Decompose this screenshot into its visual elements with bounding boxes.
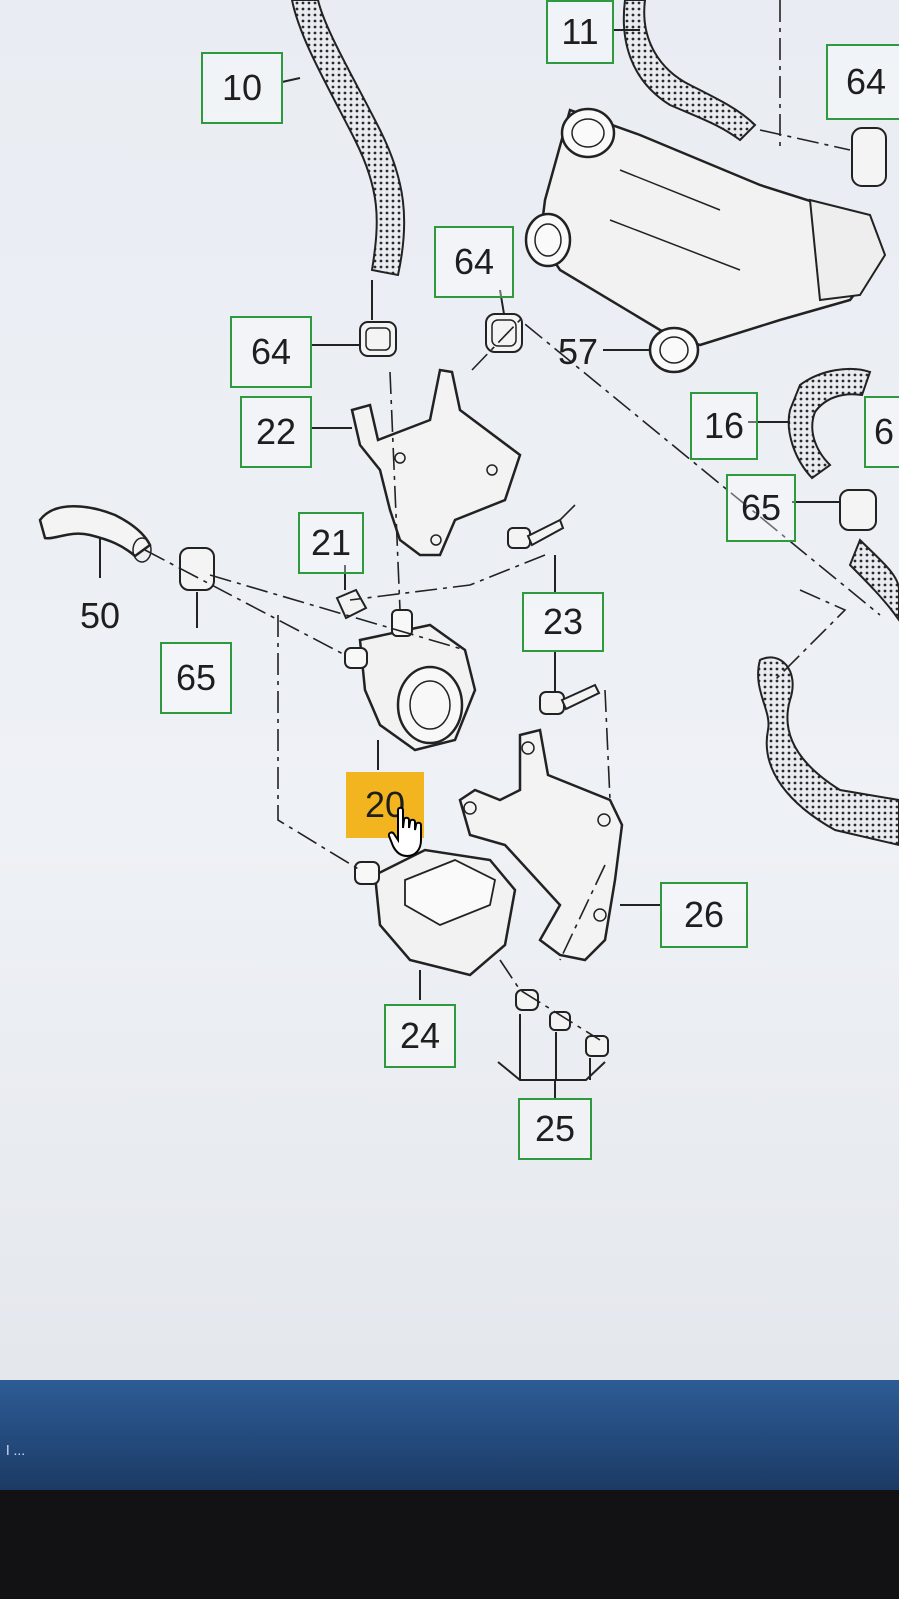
monitor-bezel [0, 1490, 899, 1599]
callout-24[interactable]: 24 [384, 1004, 456, 1068]
bracket-26[interactable] [458, 728, 660, 962]
hand-pointer-icon [388, 806, 422, 858]
coolant-flange-57[interactable] [524, 107, 887, 374]
callout-10[interactable]: 10 [201, 52, 283, 124]
water-pump-20[interactable] [344, 609, 477, 770]
parts-diagram [38, 0, 899, 1098]
callout-64-center[interactable]: 64 [434, 226, 514, 298]
callout-65-left[interactable]: 65 [160, 642, 232, 714]
clamp-65-left[interactable] [179, 547, 215, 628]
screen: 10 11 64 64 64 57 22 16 6 65 21 50 65 23… [0, 0, 899, 1520]
hose-right[interactable] [757, 656, 899, 847]
bracket-22[interactable] [350, 368, 522, 557]
clamp-64-center[interactable] [485, 313, 523, 353]
callout-6-edge[interactable]: 6 [864, 396, 899, 468]
clamp-64-left[interactable] [359, 321, 397, 357]
water-pump-24[interactable] [354, 848, 517, 1000]
fasteners-25[interactable] [497, 989, 609, 1098]
leader-lines [281, 29, 840, 692]
bolt-23-lower[interactable] [539, 683, 601, 715]
hose-16[interactable] [787, 367, 872, 480]
taskbar-label[interactable]: ǀ ... [6, 1442, 26, 1458]
hose-50[interactable] [38, 505, 152, 578]
callout-64-top-right[interactable]: 64 [826, 44, 899, 120]
taskbar: ǀ ... [0, 1380, 899, 1490]
callout-16[interactable]: 16 [690, 392, 758, 460]
assembly-lines [144, 0, 881, 1041]
label-50[interactable]: 50 [80, 595, 121, 636]
callout-25[interactable]: 25 [518, 1098, 592, 1160]
label-57[interactable]: 57 [558, 331, 599, 372]
clamp-64-right[interactable] [851, 127, 887, 187]
bolt-23-upper[interactable] [507, 518, 565, 549]
callout-21[interactable]: 21 [298, 512, 364, 574]
callout-64-left[interactable]: 64 [230, 316, 312, 388]
callout-23[interactable]: 23 [522, 592, 604, 652]
callout-22[interactable]: 22 [240, 396, 312, 468]
callout-26[interactable]: 26 [660, 882, 748, 948]
damper-21[interactable] [335, 588, 368, 620]
hose-10[interactable] [290, 0, 406, 277]
hose-11[interactable] [622, 0, 757, 142]
callout-65-right[interactable]: 65 [726, 474, 796, 542]
callout-11[interactable]: 11 [546, 0, 614, 64]
clamp-65-right[interactable] [839, 489, 877, 531]
